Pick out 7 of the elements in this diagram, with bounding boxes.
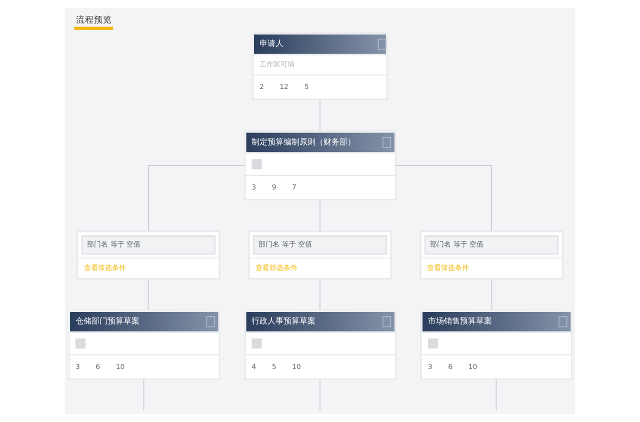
connector — [491, 278, 492, 310]
connector — [496, 379, 497, 411]
connector — [395, 165, 492, 232]
connector — [143, 379, 144, 411]
connector — [148, 278, 149, 310]
connector — [148, 165, 245, 232]
diagram-title: 流程预览 — [76, 16, 112, 26]
